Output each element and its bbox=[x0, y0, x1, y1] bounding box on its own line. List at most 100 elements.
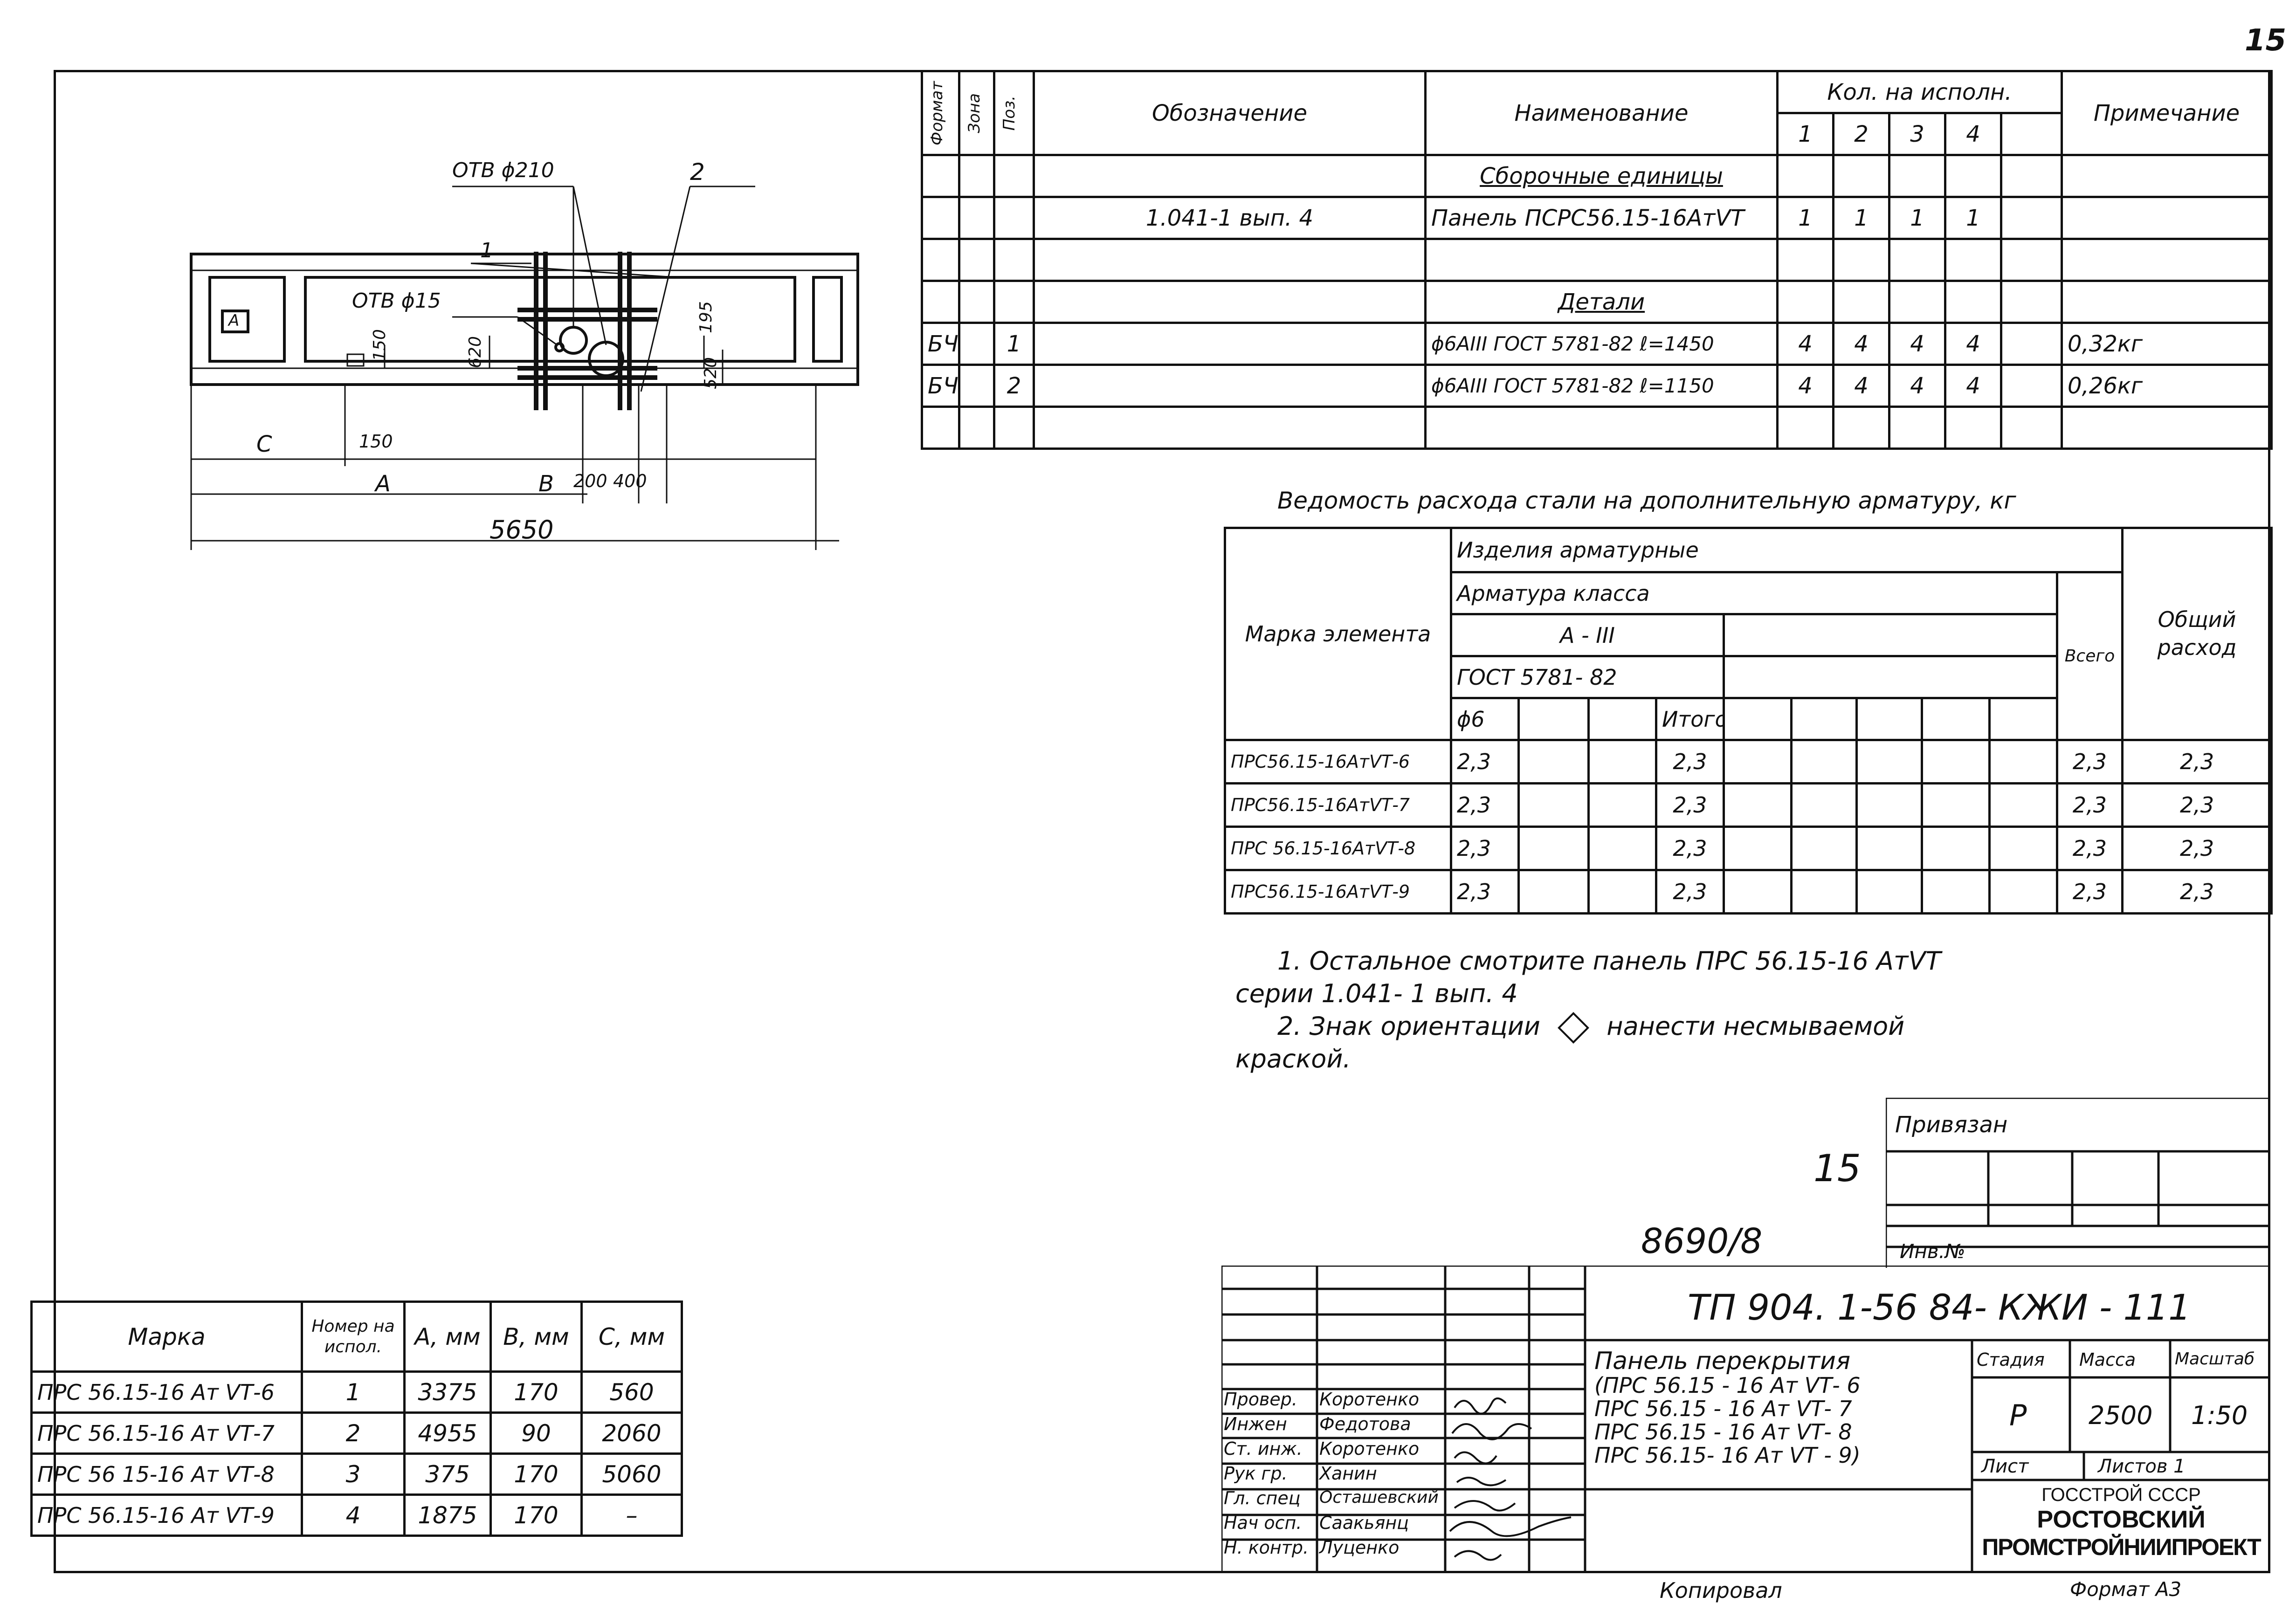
spec-header-q4: 4 bbox=[1944, 112, 2002, 156]
dim-150: 150 bbox=[359, 431, 393, 452]
steel-header-mark: Марка элемента bbox=[1224, 527, 1452, 741]
dim-620: 620 bbox=[465, 336, 485, 368]
dim-C: С bbox=[256, 431, 272, 457]
sheet-label: Лист bbox=[1981, 1456, 2029, 1477]
spec-header-qty: Кол. на исполн. bbox=[1776, 70, 2063, 114]
spec-header-q1: 1 bbox=[1776, 112, 1834, 156]
person-5: Осташевский bbox=[1319, 1488, 1439, 1507]
organization-name: ГОССТРОЙ СССР РОСТОВСКИЙ ПРОМСТРОЙНИИПРО… bbox=[1972, 1485, 2270, 1561]
steel-header-rebar-class: Арматура класса bbox=[1450, 571, 2058, 615]
role-4: Рук гр. bbox=[1224, 1463, 1288, 1484]
hole-15-label: ОТВ ϕ15 bbox=[352, 289, 441, 313]
note-line-3b-text: нанести несмываемой bbox=[1607, 1012, 1905, 1041]
inventory-number-label: Инв.№ bbox=[1900, 1240, 1965, 1263]
scale-header: Масштаб bbox=[2175, 1349, 2255, 1369]
steel-header-itogo: Итого bbox=[1655, 697, 1725, 741]
person-6: Саакьянц bbox=[1319, 1513, 1409, 1533]
page-number: 15 bbox=[2245, 23, 2287, 58]
marks-header-c: С, мм bbox=[580, 1301, 683, 1373]
spec-header-designation: Обозначение bbox=[1033, 70, 1427, 156]
title-block: ТП 904. 1-56 84- КЖИ - 111 Панель перекр… bbox=[1220, 1264, 2272, 1575]
role-3: Ст. инж. bbox=[1224, 1438, 1303, 1459]
title-name-line-5: ПРС 56.15- 16 Ат VТ - 9) bbox=[1594, 1443, 1861, 1468]
document-code: ТП 904. 1-56 84- КЖИ - 111 bbox=[1688, 1287, 2191, 1328]
mass-value: 2500 bbox=[2089, 1401, 2153, 1430]
title-name-line-1: Панель перекрытия bbox=[1594, 1347, 1851, 1375]
steel-header-vsego: Всего bbox=[2055, 571, 2124, 741]
handwritten-8690: 8690/8 bbox=[1641, 1221, 1763, 1261]
table-row bbox=[921, 238, 2273, 282]
dim-150-vertical: 150 bbox=[370, 329, 389, 361]
dim-5650: 5650 bbox=[490, 515, 554, 544]
title-name-line-2: (ПРС 56.15 - 16 Ат VТ- 6 bbox=[1594, 1373, 1861, 1398]
role-1: Провер. bbox=[1224, 1389, 1297, 1410]
note-line-1: 1. Остальное смотрите панель ПРС 56.15-1… bbox=[1277, 946, 1941, 976]
orientation-mark: А bbox=[228, 311, 240, 330]
title-name-line-3: ПРС 56.15 - 16 Ат VТ- 7 bbox=[1594, 1396, 1852, 1421]
copied-by-label: Копировал bbox=[1660, 1578, 1782, 1603]
hole-210-label: ОТВ ϕ210 bbox=[452, 158, 554, 182]
person-4: Ханин bbox=[1319, 1463, 1377, 1484]
note-line-4: краской. bbox=[1235, 1044, 1351, 1073]
steel-header-d6: ϕ6 bbox=[1450, 697, 1520, 741]
steel-header-products: Изделия арматурные bbox=[1449, 527, 2124, 573]
spec-header-format: Формат bbox=[928, 81, 946, 145]
org-line-2: РОСТОВСКИЙ bbox=[2037, 1506, 2206, 1533]
handwritten-signatures bbox=[1449, 1397, 1572, 1561]
note-line-3-text: 2. Знак ориентации bbox=[1277, 1012, 1540, 1041]
stage-header: Стадия bbox=[1977, 1349, 2045, 1370]
spec-header-name: Наименование bbox=[1424, 70, 1779, 156]
steel-header-total: Общий расход bbox=[2121, 527, 2273, 741]
role-5: Гл. спец bbox=[1224, 1488, 1301, 1508]
org-line-3: ПРОМСТРОЙНИИПРОЕКТ bbox=[1982, 1534, 2261, 1560]
handwritten-15: 15 bbox=[1813, 1147, 1861, 1190]
dim-B: В bbox=[538, 471, 554, 497]
role-6: Нач осп. bbox=[1224, 1513, 1302, 1533]
steel-consumption-table: Марка элемента Изделия арматурные Общий … bbox=[1224, 527, 2273, 915]
orientation-sign-icon bbox=[1558, 1012, 1590, 1044]
person-1: Коротенко bbox=[1319, 1389, 1420, 1410]
spec-header-q3: 3 bbox=[1888, 112, 1946, 156]
marks-header-a: А, мм bbox=[403, 1301, 492, 1373]
spec-header-pos: Поз. bbox=[1000, 95, 1019, 131]
table-row: Сборочные единицы bbox=[921, 154, 2273, 198]
binding-title: Привязан bbox=[1895, 1112, 2008, 1138]
table-row: Детали bbox=[921, 280, 2273, 324]
steel-table-title: Ведомость расхода стали на дополнительну… bbox=[1277, 487, 2016, 514]
dim-195: 195 bbox=[696, 301, 716, 333]
specification-table: Формат Зона Поз. Обозначение Наименовани… bbox=[921, 70, 2273, 450]
binding-block: Привязан Инв.№ bbox=[1884, 1096, 2270, 1268]
dim-200: 200 bbox=[573, 471, 607, 491]
panel-plan: ОТВ ϕ210 2 1 ОТВ ϕ15 А 150 620 195 520 С… bbox=[172, 149, 900, 578]
title-name-line-4: ПРС 56.15 - 16 Ат VТ- 8 bbox=[1594, 1419, 1852, 1445]
table-row bbox=[921, 406, 2273, 450]
leader-label-1: 1 bbox=[480, 239, 493, 262]
person-3: Коротенко bbox=[1319, 1438, 1420, 1459]
binding-block-grid bbox=[1884, 1096, 2270, 1268]
role-7: Н. контр. bbox=[1224, 1537, 1309, 1558]
person-7: Луценко bbox=[1319, 1537, 1400, 1558]
role-2: Инжен bbox=[1224, 1414, 1287, 1434]
note-line-3: 2. Знак ориентации нанести несмываемой bbox=[1277, 1012, 1905, 1044]
marks-table: Марка Номер на испол. А, мм В, мм С, мм … bbox=[30, 1301, 683, 1537]
steel-header-class: А - III bbox=[1450, 613, 1725, 657]
marks-header-marka: Марка bbox=[30, 1301, 303, 1373]
spec-header-zone: Зона bbox=[965, 93, 984, 133]
spec-header-note: Примечание bbox=[2061, 70, 2273, 156]
sheets-label: Листов 1 bbox=[2098, 1456, 2186, 1477]
scale-value: 1:50 bbox=[2191, 1401, 2248, 1430]
dim-400: 400 bbox=[613, 471, 647, 491]
spec-header-q2: 2 bbox=[1832, 112, 1890, 156]
mass-header: Масса bbox=[2079, 1349, 2136, 1370]
person-2: Федотова bbox=[1319, 1414, 1411, 1434]
